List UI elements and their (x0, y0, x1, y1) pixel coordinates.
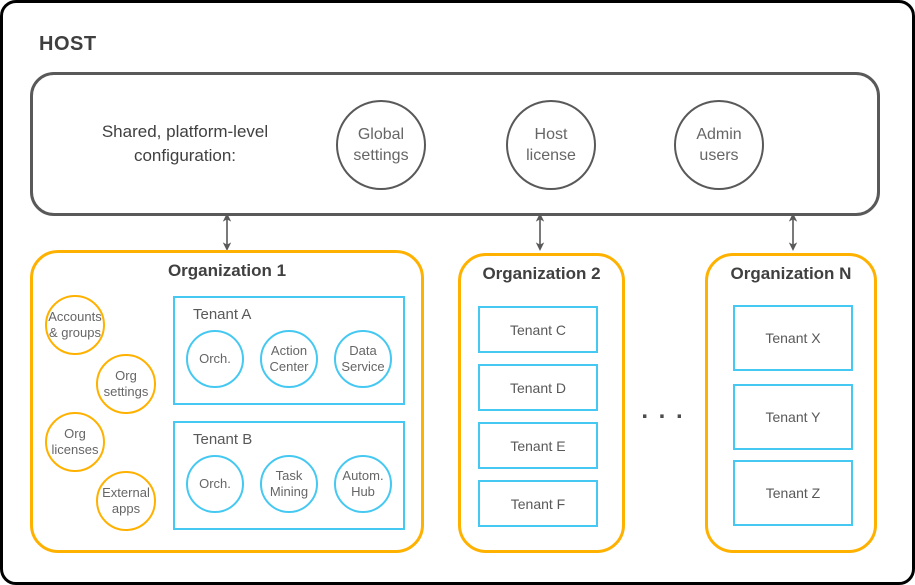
organization-n-title: Organization N (730, 264, 852, 283)
bidirectional-arrow-org1 (222, 213, 232, 251)
external-apps-circle: External apps (96, 471, 156, 531)
tenant-a-label: Tenant A (193, 306, 252, 323)
tenant-e-box: Tenant E (478, 422, 598, 469)
tenant-c-box: Tenant C (478, 306, 598, 353)
tenant-b-box (173, 421, 405, 530)
organization-n-box (705, 253, 877, 553)
tenant-z-box: Tenant Z (733, 460, 853, 526)
shared-config-label: Shared, platform-level configuration: (101, 122, 269, 165)
tenant-a-box (173, 296, 405, 405)
organization-2-box (458, 253, 625, 553)
org-licenses-circle: Org licenses (45, 412, 105, 472)
accounts-groups-circle: Accounts & groups (45, 295, 105, 355)
org-settings-circle: Org settings (96, 354, 156, 414)
tenant-a-orchestrator-circle: Orch. (186, 330, 244, 388)
organization-2-title: Organization 2 (482, 264, 601, 283)
tenant-a-data-service-circle: Data Service (334, 330, 392, 388)
tenant-x-box: Tenant X (733, 305, 853, 371)
organization-1-title: Organization 1 (167, 261, 287, 280)
tenant-b-label: Tenant B (193, 431, 253, 448)
tenant-a-action-center-circle: Action Center (260, 330, 318, 388)
tenant-f-box: Tenant F (478, 480, 598, 527)
organization-1-box (30, 250, 424, 553)
tenant-b-task-mining-circle: Task Mining (260, 455, 318, 513)
tenant-d-box: Tenant D (478, 364, 598, 411)
tenant-y-box: Tenant Y (733, 384, 853, 450)
global-settings-circle: Global settings (336, 100, 426, 190)
tenant-b-automation-hub-circle: Autom. Hub (334, 455, 392, 513)
host-title: HOST (39, 33, 97, 55)
admin-users-circle: Admin users (674, 100, 764, 190)
tenant-b-orchestrator-circle: Orch. (186, 455, 244, 513)
more-organizations-ellipsis: . . . (641, 397, 685, 424)
shared-config-box (30, 72, 880, 216)
bidirectional-arrow-orgn (788, 213, 798, 251)
bidirectional-arrow-org2 (535, 213, 545, 251)
host-license-circle: Host license (506, 100, 596, 190)
